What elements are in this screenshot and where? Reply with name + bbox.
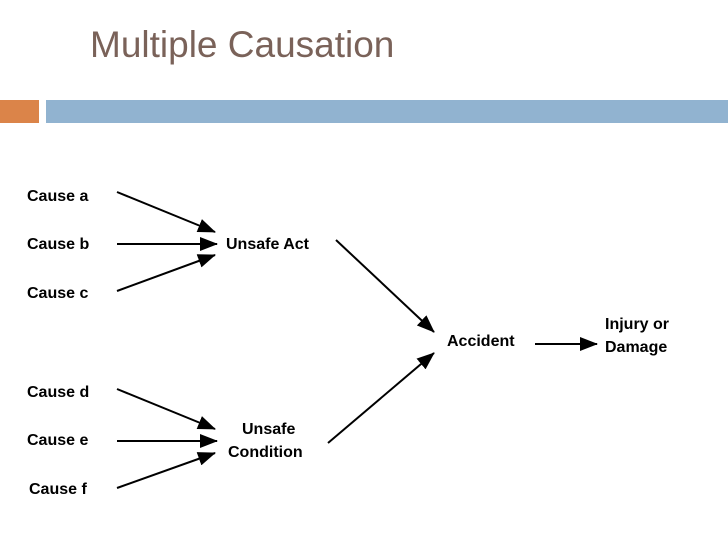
node-unsafe-condition: Unsafe Condition xyxy=(228,418,338,464)
node-unsafe-condition-line-2: Condition xyxy=(228,444,303,461)
node-cause-e: Cause e xyxy=(27,432,89,449)
node-unsafe-condition-line-1: Unsafe xyxy=(242,421,296,438)
edge-unsafe-act-to-accident xyxy=(335,239,435,333)
accent-bar-blue xyxy=(46,100,728,123)
edge-cause-c-to-unsafe-act xyxy=(116,254,216,292)
node-injury-damage-line-2: Damage xyxy=(605,339,668,356)
node-cause-c: Cause c xyxy=(27,285,89,302)
edge-cause-a-to-unsafe-act xyxy=(116,191,216,233)
edge-cause-d-to-unsafe-condition xyxy=(116,388,216,430)
node-cause-d: Cause d xyxy=(27,384,90,401)
edge-unsafe-condition-to-accident xyxy=(327,352,435,444)
node-cause-b: Cause b xyxy=(27,236,90,253)
accent-bar-orange xyxy=(0,100,39,123)
page-title: Multiple Causation xyxy=(90,24,395,65)
node-unsafe-act: Unsafe Act xyxy=(226,236,309,253)
node-injury-damage-line-1: Injury or xyxy=(605,316,670,333)
node-cause-f: Cause f xyxy=(29,481,87,498)
edge-cause-f-to-unsafe-condition xyxy=(116,452,216,489)
node-cause-a: Cause a xyxy=(27,188,89,205)
node-injury-damage: Injury or Damage xyxy=(605,313,715,359)
node-accident: Accident xyxy=(447,333,515,350)
